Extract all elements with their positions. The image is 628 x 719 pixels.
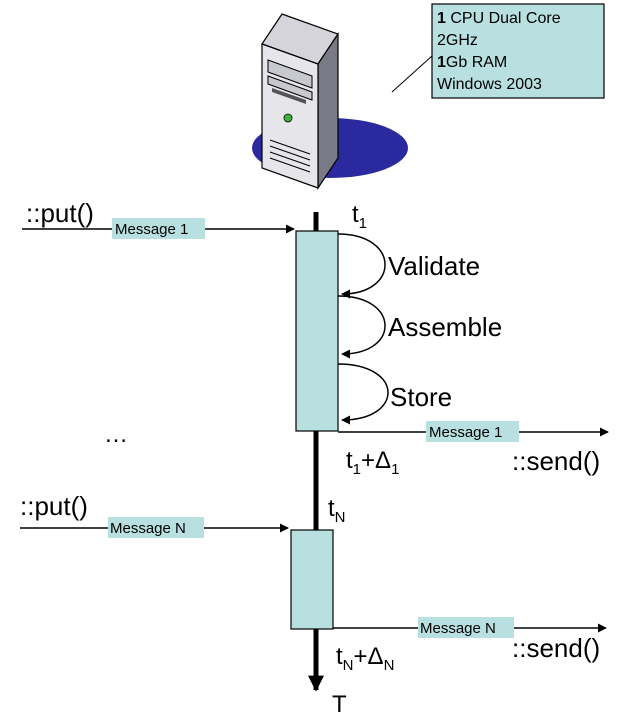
spec-line-3: 1Gb RAM <box>437 54 507 71</box>
time-axis-label: T <box>332 691 347 714</box>
spec-line-2: 2GHz <box>437 32 478 49</box>
store-loop-arrow <box>337 363 389 425</box>
tn-delta-label: tN+ΔN <box>336 643 394 674</box>
step-store: Store <box>390 382 452 412</box>
spec-line-1: 1 CPU Dual Core <box>437 10 561 27</box>
spec-callout-line <box>391 55 433 93</box>
tn-label: tN <box>328 495 346 526</box>
message-1-in-label: Message 1 <box>115 221 188 238</box>
message-n-out-tag <box>418 617 514 638</box>
server-icon <box>252 13 408 190</box>
put-label-n: ::put() <box>20 491 88 521</box>
put-label-1: ::put() <box>26 198 94 228</box>
assemble-loop-arrow <box>337 295 386 359</box>
send-label-n: ::send() <box>512 633 600 663</box>
message-1-in-tag <box>112 218 205 239</box>
validate-loop-arrow <box>337 233 386 299</box>
message-1-out-tag <box>426 421 519 442</box>
message-n-in-label: Message N <box>110 520 186 537</box>
send-label-1: ::send() <box>512 446 600 476</box>
processing-box-1 <box>295 230 339 432</box>
ellipsis: … <box>104 421 128 448</box>
message-n-in-tag <box>108 517 204 538</box>
message-1-out-label: Message 1 <box>429 424 502 441</box>
t1-label: t1 <box>352 201 367 232</box>
power-led-icon <box>283 113 293 123</box>
processing-box-n <box>290 529 334 630</box>
step-validate: Validate <box>388 251 480 281</box>
specs-box-rect <box>431 3 605 99</box>
message-n-out-label: Message N <box>420 620 496 637</box>
server-specs-box: 1 CPU Dual Core 2GHz 1Gb RAM Windows 200… <box>431 3 605 99</box>
step-assemble: Assemble <box>388 312 502 342</box>
t1-delta-label: t1+Δ1 <box>346 447 399 478</box>
spec-line-4: Windows 2003 <box>437 76 542 93</box>
